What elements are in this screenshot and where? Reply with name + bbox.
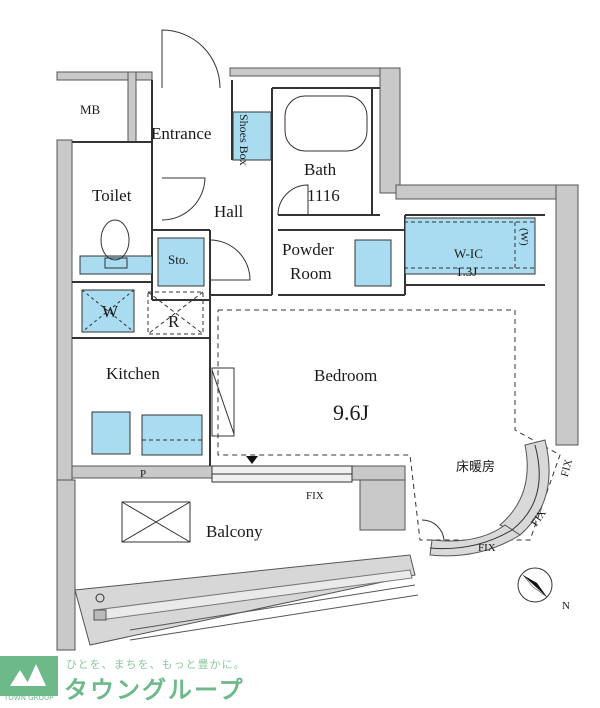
toilet-tank [104, 257, 128, 269]
entrance-label: Entrance [151, 124, 212, 143]
wall-right-upper-top [395, 184, 567, 200]
wet-areas [79, 111, 536, 456]
wall-mid-balcony [349, 465, 406, 481]
balcony-label: Balcony [206, 522, 263, 541]
wic-size-label: 1.3J [456, 264, 478, 279]
refrigerator-label: R [168, 312, 180, 331]
door-swings [161, 29, 445, 541]
entry-arrow-marker [246, 456, 258, 464]
washer-label: W [102, 302, 119, 321]
town-group-logo-mark [0, 656, 58, 696]
balcony-post [93, 609, 107, 621]
balcony-ac-unit [121, 501, 191, 543]
kitchen-label: Kitchen [106, 364, 160, 383]
wall-left-upper [56, 139, 73, 481]
hall-label: Hall [214, 202, 244, 221]
powder-room-label-2: Room [290, 264, 332, 283]
wall-top-right [379, 67, 401, 194]
exterior-walls [56, 67, 579, 651]
interior-walls [72, 80, 545, 466]
powder-room-label-1: Powder [282, 240, 334, 259]
wall-mb-right [127, 71, 137, 143]
bathtub [284, 95, 368, 152]
wall-top-entrance [229, 67, 391, 77]
north-arrow-icon [517, 567, 553, 603]
stove-fill [91, 411, 131, 455]
floor-heating-label: 床暖房 [456, 459, 496, 474]
sink-fill [141, 414, 203, 456]
wall-right-balcony [359, 479, 406, 531]
fix-label-1: FIX [306, 490, 324, 502]
bath-size-label: 1116 [307, 186, 340, 205]
pipe-space-label: P [140, 468, 147, 480]
wall-top-left [56, 71, 153, 81]
brand-logo-text: TOWN GROUP [4, 694, 54, 702]
wic-fill [404, 217, 536, 275]
drain [95, 593, 105, 603]
wall-right-side [555, 184, 579, 446]
shoes-box-label: Shoes Box [237, 114, 251, 166]
storage-label: Sto. [168, 252, 189, 267]
fix-label-2: FIX [478, 542, 496, 554]
bay-glass [429, 444, 540, 550]
brand-tagline: ひとを、まちを、もっと豊かに。 [66, 658, 246, 671]
storage-fill [157, 237, 205, 287]
bedroom-dashed-outline [217, 309, 561, 541]
balcony-rail-line-2 [129, 594, 419, 641]
bath-label: Bath [304, 160, 337, 179]
powder-sink [354, 239, 392, 287]
wic-label: W-IC [454, 246, 483, 261]
mb-label: MB [80, 102, 101, 117]
wic-w-label: (W) [518, 228, 530, 246]
bedroom-size-label: 9.6J [333, 400, 370, 425]
toilet-floor [79, 255, 153, 275]
shoes-box-fill [232, 111, 272, 161]
wall-left-lower [56, 479, 76, 651]
fixtures [81, 95, 535, 543]
north-label: N [562, 600, 570, 612]
brand-name: タウングループ [64, 676, 245, 704]
bedroom-label: Bedroom [314, 366, 378, 385]
sliding-doors [211, 465, 353, 483]
toilet-bowl [100, 219, 130, 261]
closet-door [211, 367, 235, 437]
balcony-rail-line [129, 584, 416, 631]
toilet-label: Toilet [92, 186, 132, 205]
